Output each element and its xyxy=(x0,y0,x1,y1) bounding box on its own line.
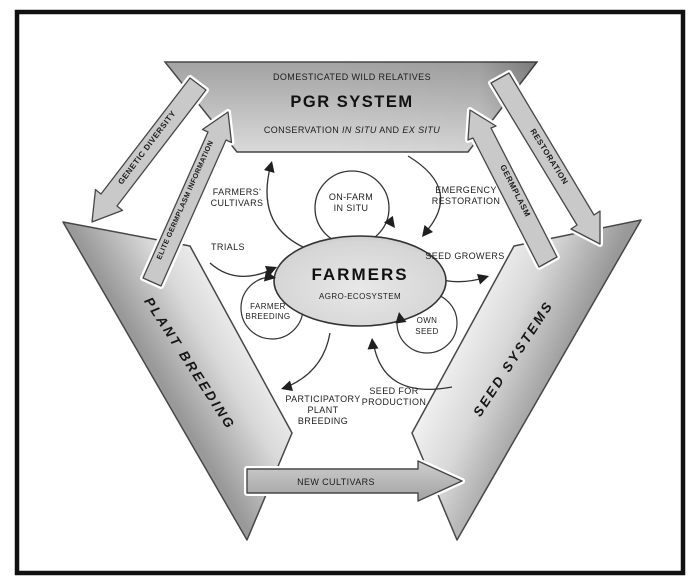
farmers-ellipse: FARMERS AGRO-ECOSYSTEM xyxy=(273,235,447,327)
conservation-label: CONSERVATION IN SITU AND EX SITU xyxy=(264,125,440,135)
germplasm-shape xyxy=(467,109,558,268)
on-farm-arrowhead-icon xyxy=(384,215,395,228)
seed-systems-band-shape xyxy=(411,219,642,541)
farmer-breeding-label-2: BREEDING xyxy=(246,312,291,321)
farmers-cultivars-label-1: FARMERS' xyxy=(213,187,261,197)
pgr-band-shade xyxy=(165,62,537,152)
farmer-breeding-arrowhead-icon xyxy=(264,270,276,282)
new-cultivars-shape xyxy=(246,460,463,502)
own-seed-arrowhead-icon xyxy=(395,312,407,324)
farmers-cultivars-label-2: CULTIVARS xyxy=(211,198,264,208)
seed-for-production-label-2: PRODUCTION xyxy=(362,397,427,407)
elite-germplasm-shape xyxy=(142,111,233,287)
farmer-breeding-label-1: FARMER xyxy=(250,302,286,311)
farmers-title: FARMERS xyxy=(311,265,408,284)
production-arrowhead-icon xyxy=(367,338,379,350)
emergency-label-1: EMERGENCY xyxy=(435,185,497,195)
emergency-restoration-arc xyxy=(407,155,442,235)
seed-for-production-arc xyxy=(372,340,453,390)
new-cultivars-label: NEW CULTIVARS xyxy=(297,477,375,487)
agro-ecosystem-label: AGRO-ECOSYSTEM xyxy=(319,292,401,301)
domesticated-wild-relatives-label: DOMESTICATED WILD RELATIVES xyxy=(273,72,431,82)
plant-breeding-band-shape xyxy=(62,221,293,541)
emergency-arrowhead-icon xyxy=(422,225,433,237)
seed-growers-arrowhead-icon xyxy=(477,274,489,285)
participatory-arrowhead-icon xyxy=(281,380,293,391)
emergency-label-2: RESTORATION xyxy=(432,196,501,206)
pgr-system-band: DOMESTICATED WILD RELATIVES PGR SYSTEM C… xyxy=(163,61,539,153)
node-labels: FARMERS' CULTIVARS ON-FARM IN SITU EMERG… xyxy=(211,185,505,426)
seed-growers-label: SEED GROWERS xyxy=(425,251,504,261)
new-cultivars-arrow: NEW CULTIVARS xyxy=(244,458,465,504)
on-farm-label-1: ON-FARM xyxy=(329,192,373,202)
farmers-cultivars-arc xyxy=(266,163,304,248)
restoration-shape xyxy=(490,72,601,245)
on-farm-label-2: IN SITU xyxy=(334,203,369,213)
participatory-label-1: PARTICIPATORY xyxy=(285,394,360,404)
participatory-label-2: PLANT xyxy=(307,405,338,415)
cultivars-arrowhead-icon xyxy=(264,161,275,173)
own-seed-label-1: OWN xyxy=(417,316,438,325)
pgr-system-title: PGR SYSTEM xyxy=(290,93,413,111)
participatory-label-3: BREEDING xyxy=(298,416,348,426)
genetic-diversity-shape xyxy=(91,77,207,223)
seed-for-production-label-1: SEED FOR xyxy=(369,386,418,396)
own-seed-label-2: SEED xyxy=(415,327,438,336)
farmers-ellipse-shape xyxy=(273,235,447,327)
trials-label: TRIALS xyxy=(211,242,245,252)
